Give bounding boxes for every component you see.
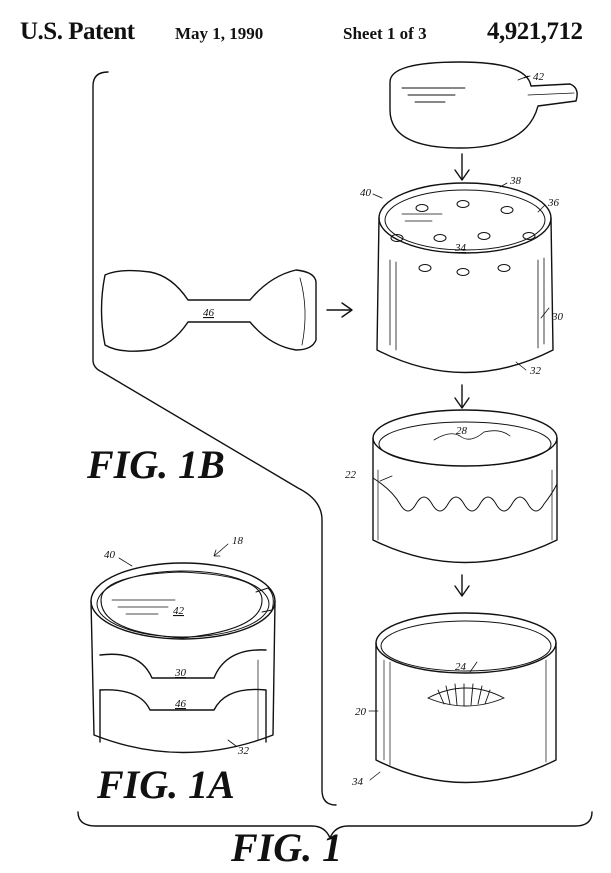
fig1b-bracket	[92, 71, 337, 806]
ring-part	[372, 409, 558, 564]
arrow-down-icon-2	[454, 384, 470, 409]
arrow-down-icon-3	[454, 574, 470, 597]
ref-32-asm: 32	[237, 745, 250, 757]
ref-34-base: 34	[351, 776, 364, 788]
fig1b-caption: FIG. 1B	[86, 442, 225, 487]
base-part	[375, 612, 557, 784]
ref-42-lid: 42	[533, 71, 545, 83]
patent-number: 4,921,712	[487, 18, 583, 45]
fig1a-caption: FIG. 1A	[96, 762, 235, 807]
assembly-part	[90, 562, 276, 754]
patent-office-label: U.S. Patent	[20, 18, 135, 45]
ref-38: 38	[509, 175, 522, 187]
ref-46-label: 46	[203, 307, 215, 319]
label-part	[100, 269, 317, 352]
ref-28: 28	[456, 425, 468, 437]
ref-32-cup: 32	[529, 365, 542, 377]
ref-46-asm: 46	[175, 698, 187, 710]
arrow-down-icon	[454, 153, 470, 181]
cup-part	[376, 182, 554, 374]
ref-40-asm: 40	[104, 549, 116, 561]
base-ribs	[427, 683, 505, 707]
ref-24: 24	[455, 661, 467, 673]
ref-30-asm: 30	[174, 667, 187, 679]
fig1-caption: FIG. 1	[230, 825, 342, 870]
ref-36: 36	[547, 197, 560, 209]
ref-22: 22	[345, 469, 357, 481]
ref-30-cup: 30	[551, 311, 564, 323]
ref-18: 18	[232, 535, 244, 547]
fig1-brace	[77, 811, 593, 839]
sheet-number: Sheet 1 of 3	[343, 24, 427, 43]
vent-holes	[390, 200, 536, 276]
lid-part	[389, 61, 578, 149]
ref-40-cup: 40	[360, 187, 372, 199]
ref-34-cup: 34	[454, 242, 467, 254]
ref-20: 20	[355, 706, 367, 718]
arrow-right-icon	[326, 302, 353, 318]
ref-42-asm: 42	[173, 605, 185, 617]
patent-date: May 1, 1990	[175, 24, 264, 43]
patent-header: U.S. Patent May 1, 1990 Sheet 1 of 3 4,9…	[0, 14, 611, 54]
